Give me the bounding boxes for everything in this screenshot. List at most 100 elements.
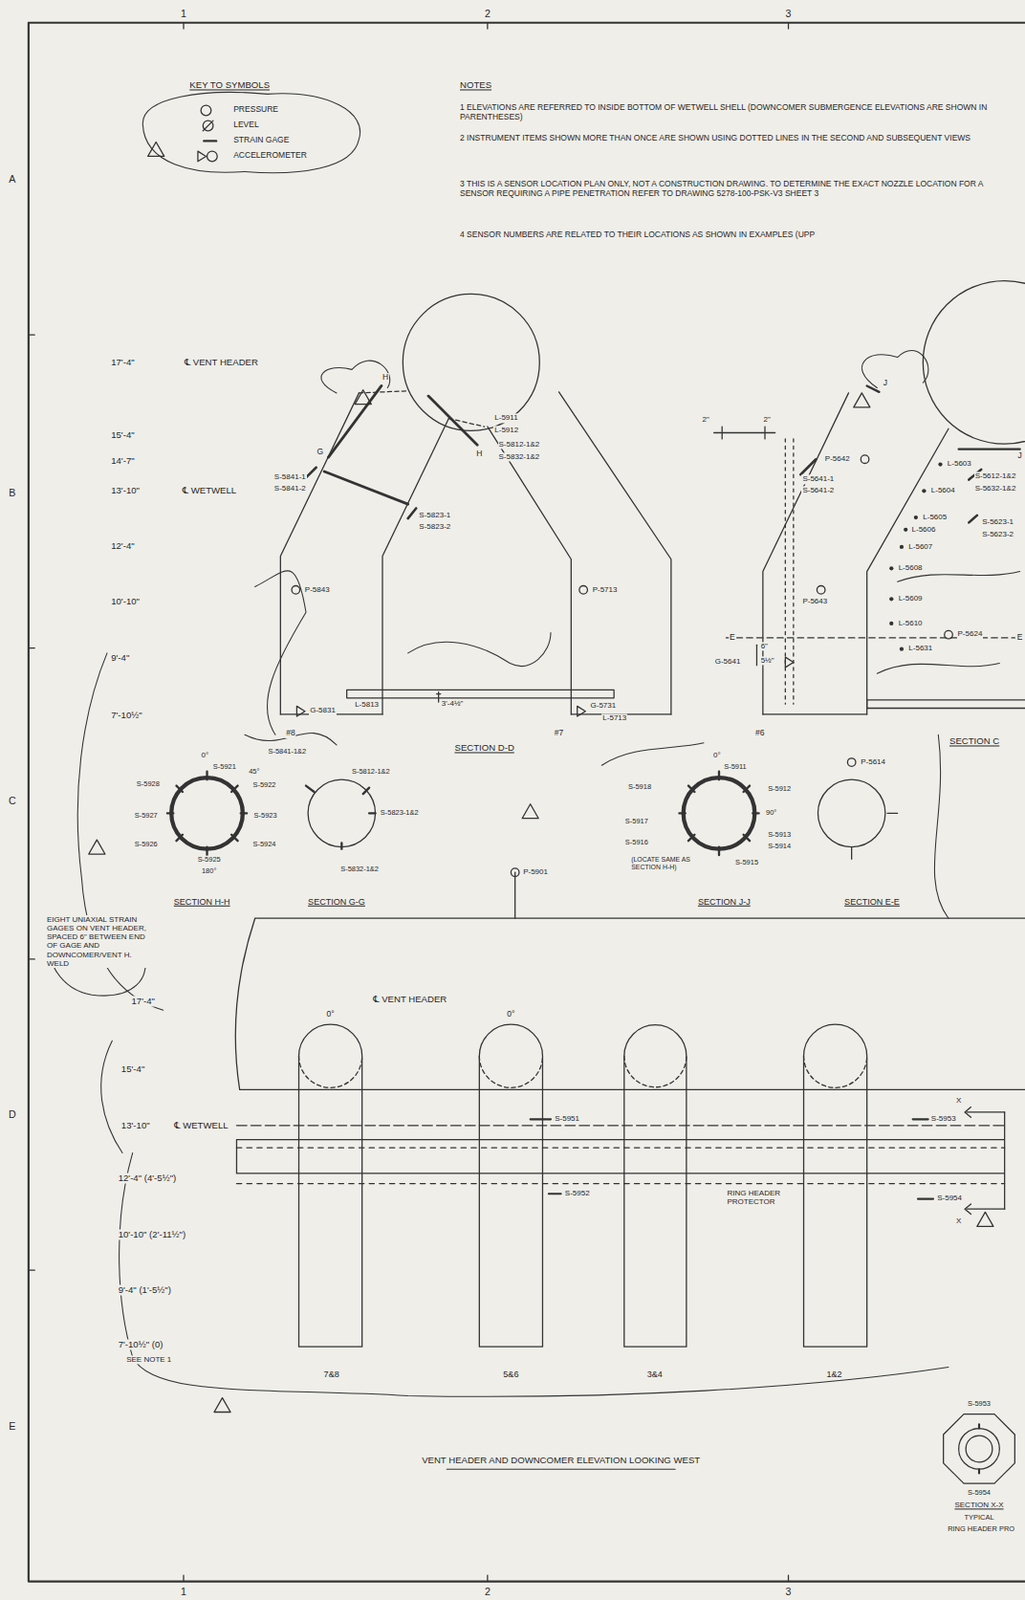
- drawing-label: P-5642: [824, 454, 851, 463]
- drawing-label: X: [955, 1095, 962, 1105]
- drawing-label: S-5916: [624, 838, 650, 848]
- drawing-label: SECTION X-X: [953, 1501, 1004, 1510]
- drawing-label: S-5925: [196, 855, 222, 865]
- drawing-label: S-5922: [251, 781, 277, 790]
- legend-entry: STRAIN GAGE: [232, 135, 290, 146]
- drawing-label: X: [955, 1216, 962, 1225]
- drawing-label: SECTION E-E: [843, 896, 901, 907]
- drawing-label: 7'-10½": [109, 709, 143, 720]
- drawing-label: SECTION C: [948, 736, 1001, 747]
- drawing-label: 17'-4": [109, 356, 135, 368]
- drawing-label: B: [7, 486, 17, 499]
- drawing-label: 1&2: [825, 1369, 843, 1379]
- drawing-label: P-5614: [859, 757, 887, 766]
- drawing-label: S-5926: [133, 840, 159, 850]
- drawing-label: #6: [754, 728, 765, 739]
- drawing-label: 0°: [712, 751, 722, 761]
- drawing-label: S-5832-1&2: [339, 865, 380, 874]
- drawing-label: 0°: [505, 1009, 516, 1020]
- drawing-label: 6": [760, 642, 769, 652]
- drawing-label: L-5606: [911, 524, 938, 534]
- drawing-label: S-5953: [966, 1398, 992, 1408]
- drawing-caption: VENT HEADER AND DOWNCOMER ELEVATION LOOK…: [420, 1455, 701, 1466]
- drawing-label: 12'-4" (4'-5½"): [117, 1172, 178, 1183]
- drawing-label: 10'-10": [109, 596, 141, 608]
- drawing-label: S-5812-1&2: [498, 439, 542, 449]
- drawing-label: S-5954: [936, 1194, 963, 1203]
- drawing-label: S-5923: [253, 811, 279, 821]
- drawing-label: P-5643: [801, 597, 829, 607]
- drawing-label: S-5918: [627, 783, 653, 792]
- drawing-label: 14'-7": [109, 456, 135, 467]
- drawing-label: EIGHT UNIAXIAL STRAIN GAGES ON VENT HEAD…: [45, 915, 151, 968]
- drawing-label: 4 SENSOR NUMBERS ARE RELATED TO THEIR LO…: [458, 230, 1021, 240]
- drawing-label: S-5641-2: [801, 485, 835, 495]
- drawing-label: 3: [785, 1585, 793, 1597]
- drawing-label: 15'-4": [109, 430, 135, 441]
- drawing-label: S-5823-1&2: [379, 808, 420, 818]
- drawing-label: S-5951: [553, 1114, 581, 1124]
- drawing-label: S-5914: [766, 842, 792, 851]
- drawing-label: L-5605: [921, 512, 948, 522]
- drawing-label: 12'-4": [109, 540, 135, 551]
- drawing-label: S-5913: [766, 829, 792, 839]
- drawing-label: L-5713: [601, 713, 628, 722]
- drawing-label: L-5631: [907, 644, 934, 654]
- drawing-label: SECTION J-J: [697, 896, 752, 907]
- drawing-label: SECTION H-H: [173, 896, 232, 907]
- drawing-label: L-5607: [907, 542, 934, 551]
- drawing-label: ℄ VENT HEADER: [371, 994, 448, 1005]
- drawing-label: NOTES: [458, 79, 493, 90]
- drawing-label: S-5841-1: [273, 473, 307, 482]
- drawing-label: S-5952: [564, 1188, 591, 1198]
- drawing-label: SECTION D-D: [453, 741, 515, 753]
- drawing-label: S-5915: [734, 858, 760, 868]
- drawing-label: G-5831: [308, 706, 337, 716]
- drawing-label: S-5823-1: [417, 510, 452, 520]
- drawing-label: C: [7, 794, 18, 807]
- drawing-label: L-5610: [897, 618, 924, 628]
- drawing-label: S-5912: [766, 784, 792, 793]
- drawing-label: 90°: [764, 808, 778, 818]
- drawing-label: 15'-4": [120, 1063, 146, 1074]
- drawing-label: J: [1017, 451, 1024, 461]
- drawing-label: 2: [483, 1585, 492, 1597]
- legend-entry: ACCELEROMETER: [232, 151, 308, 161]
- drawing-label: S-5921: [212, 763, 238, 772]
- drawing-label: S-5927: [133, 811, 159, 821]
- legend-entry: PRESSURE: [232, 105, 280, 115]
- drawing-label: 0°: [200, 751, 211, 761]
- drawing-label: RING HEADER PROTECTOR: [725, 1188, 789, 1206]
- drawing-label: (LOCATE SAME AS SECTION H-H): [630, 855, 702, 872]
- drawing-label: ℄ VENT HEADER: [183, 356, 260, 368]
- drawing-label: TYPICAL: [962, 1513, 995, 1523]
- drawing-label: L-5912: [493, 426, 520, 436]
- drawing-label: SECTION G-G: [306, 896, 367, 907]
- drawing-label: L-5609: [897, 594, 924, 604]
- drawing-label: D: [7, 1108, 18, 1120]
- drawing-label: 2": [700, 415, 710, 425]
- drawing-label: P-5843: [304, 585, 331, 594]
- drawing-label: P-5624: [957, 630, 984, 639]
- drawing-label: E: [7, 1419, 17, 1432]
- drawing-label: #7: [553, 728, 565, 739]
- drawing-label: S-5612-1&2: [974, 472, 1018, 481]
- drawing-label: P-5901: [522, 867, 549, 876]
- drawing-label: 9'-4" (1'-5½"): [117, 1285, 173, 1296]
- drawing-label: S-5632-1&2: [974, 483, 1018, 493]
- drawing-label: SEE NOTE 1: [125, 1354, 173, 1364]
- drawing-label: E: [728, 632, 737, 643]
- drawing-label: ℄ WETWELL: [181, 485, 238, 497]
- legend-entry: LEVEL: [232, 120, 261, 131]
- drawing-label: L-5604: [930, 485, 957, 495]
- drawing-label: 3 THIS IS A SENSOR LOCATION PLAN ONLY, N…: [458, 179, 1012, 199]
- drawing-label: P-5713: [591, 585, 619, 594]
- drawing-label: 5½": [760, 656, 776, 666]
- drawing-label: S-5841-2: [273, 483, 307, 493]
- drawing-label: 3&4: [646, 1369, 664, 1379]
- drawing-label: KEY TO SYMBOLS: [188, 79, 271, 90]
- drawing-label: G-5731: [589, 701, 618, 711]
- drawing-label: 10'-10" (2'-11½"): [117, 1228, 188, 1240]
- drawing-label: 2 INSTRUMENT ITEMS SHOWN MORE THAN ONCE …: [458, 133, 1012, 144]
- drawing-label: 0°: [326, 1009, 336, 1020]
